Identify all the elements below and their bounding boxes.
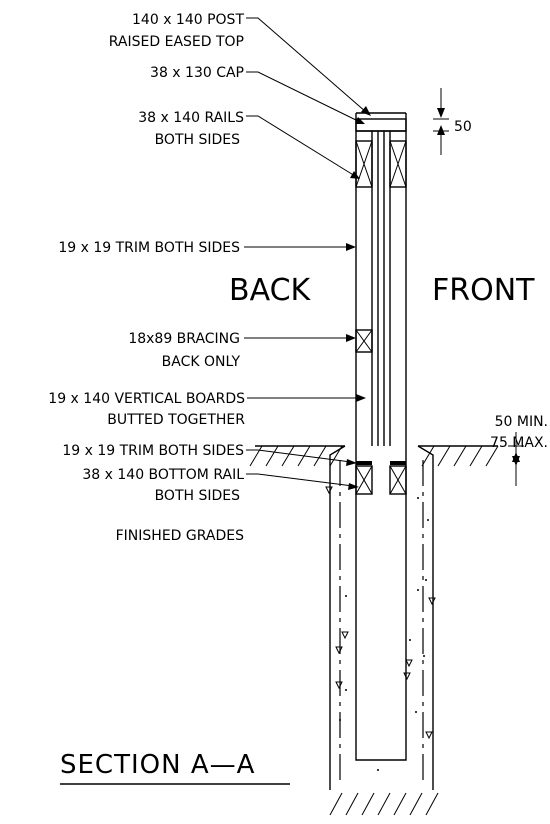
bracing <box>355 329 373 353</box>
cap <box>355 118 407 132</box>
top-rail-left <box>355 140 373 188</box>
front-label: FRONT <box>432 273 535 308</box>
rails-label-1: 38 x 140 RAILS <box>138 110 244 126</box>
cap-dimension-value: 50 <box>454 119 472 135</box>
post-label-2: RAISED EASED TOP <box>109 34 244 50</box>
boards-label-1: 19 x 140 VERTICAL BOARDS <box>48 391 245 407</box>
finished-grade-line <box>249 445 499 467</box>
bracing-label-1: 18x89 BRACING <box>128 331 240 347</box>
post-label-1: 140 x 140 POST <box>132 12 244 28</box>
fence-post-assembly <box>355 112 407 495</box>
bottom-rail-left <box>355 465 373 495</box>
clearance-min-label: 50 MIN. <box>495 414 548 430</box>
finished-grades-label: FINISHED GRADES <box>116 528 244 544</box>
cap-label: 38 x 130 CAP <box>150 65 244 81</box>
bottom-rail-right <box>389 465 407 495</box>
bottom-rail-label-1: 38 x 140 BOTTOM RAIL <box>82 467 244 483</box>
leader-lines <box>244 17 371 490</box>
bottom-rail-label-2: BOTH SIDES <box>155 488 241 504</box>
clearance-max-label: 75 MAX. <box>490 435 548 451</box>
cap-dimension <box>433 88 449 155</box>
boards-label-2: BUTTED TOGETHER <box>107 412 245 428</box>
bracing-label-2: BACK ONLY <box>162 354 241 370</box>
clearance-dimension <box>508 432 524 486</box>
section-title: SECTION A—A <box>60 750 255 780</box>
rails-label-2: BOTH SIDES <box>155 132 241 148</box>
concrete-footing <box>325 445 439 816</box>
back-label: BACK <box>229 273 312 308</box>
lower-trim-label: 19 x 19 TRIM BOTH SIDES <box>62 443 244 459</box>
top-rail-right <box>389 140 407 188</box>
upper-trim-label: 19 x 19 TRIM BOTH SIDES <box>58 240 240 256</box>
